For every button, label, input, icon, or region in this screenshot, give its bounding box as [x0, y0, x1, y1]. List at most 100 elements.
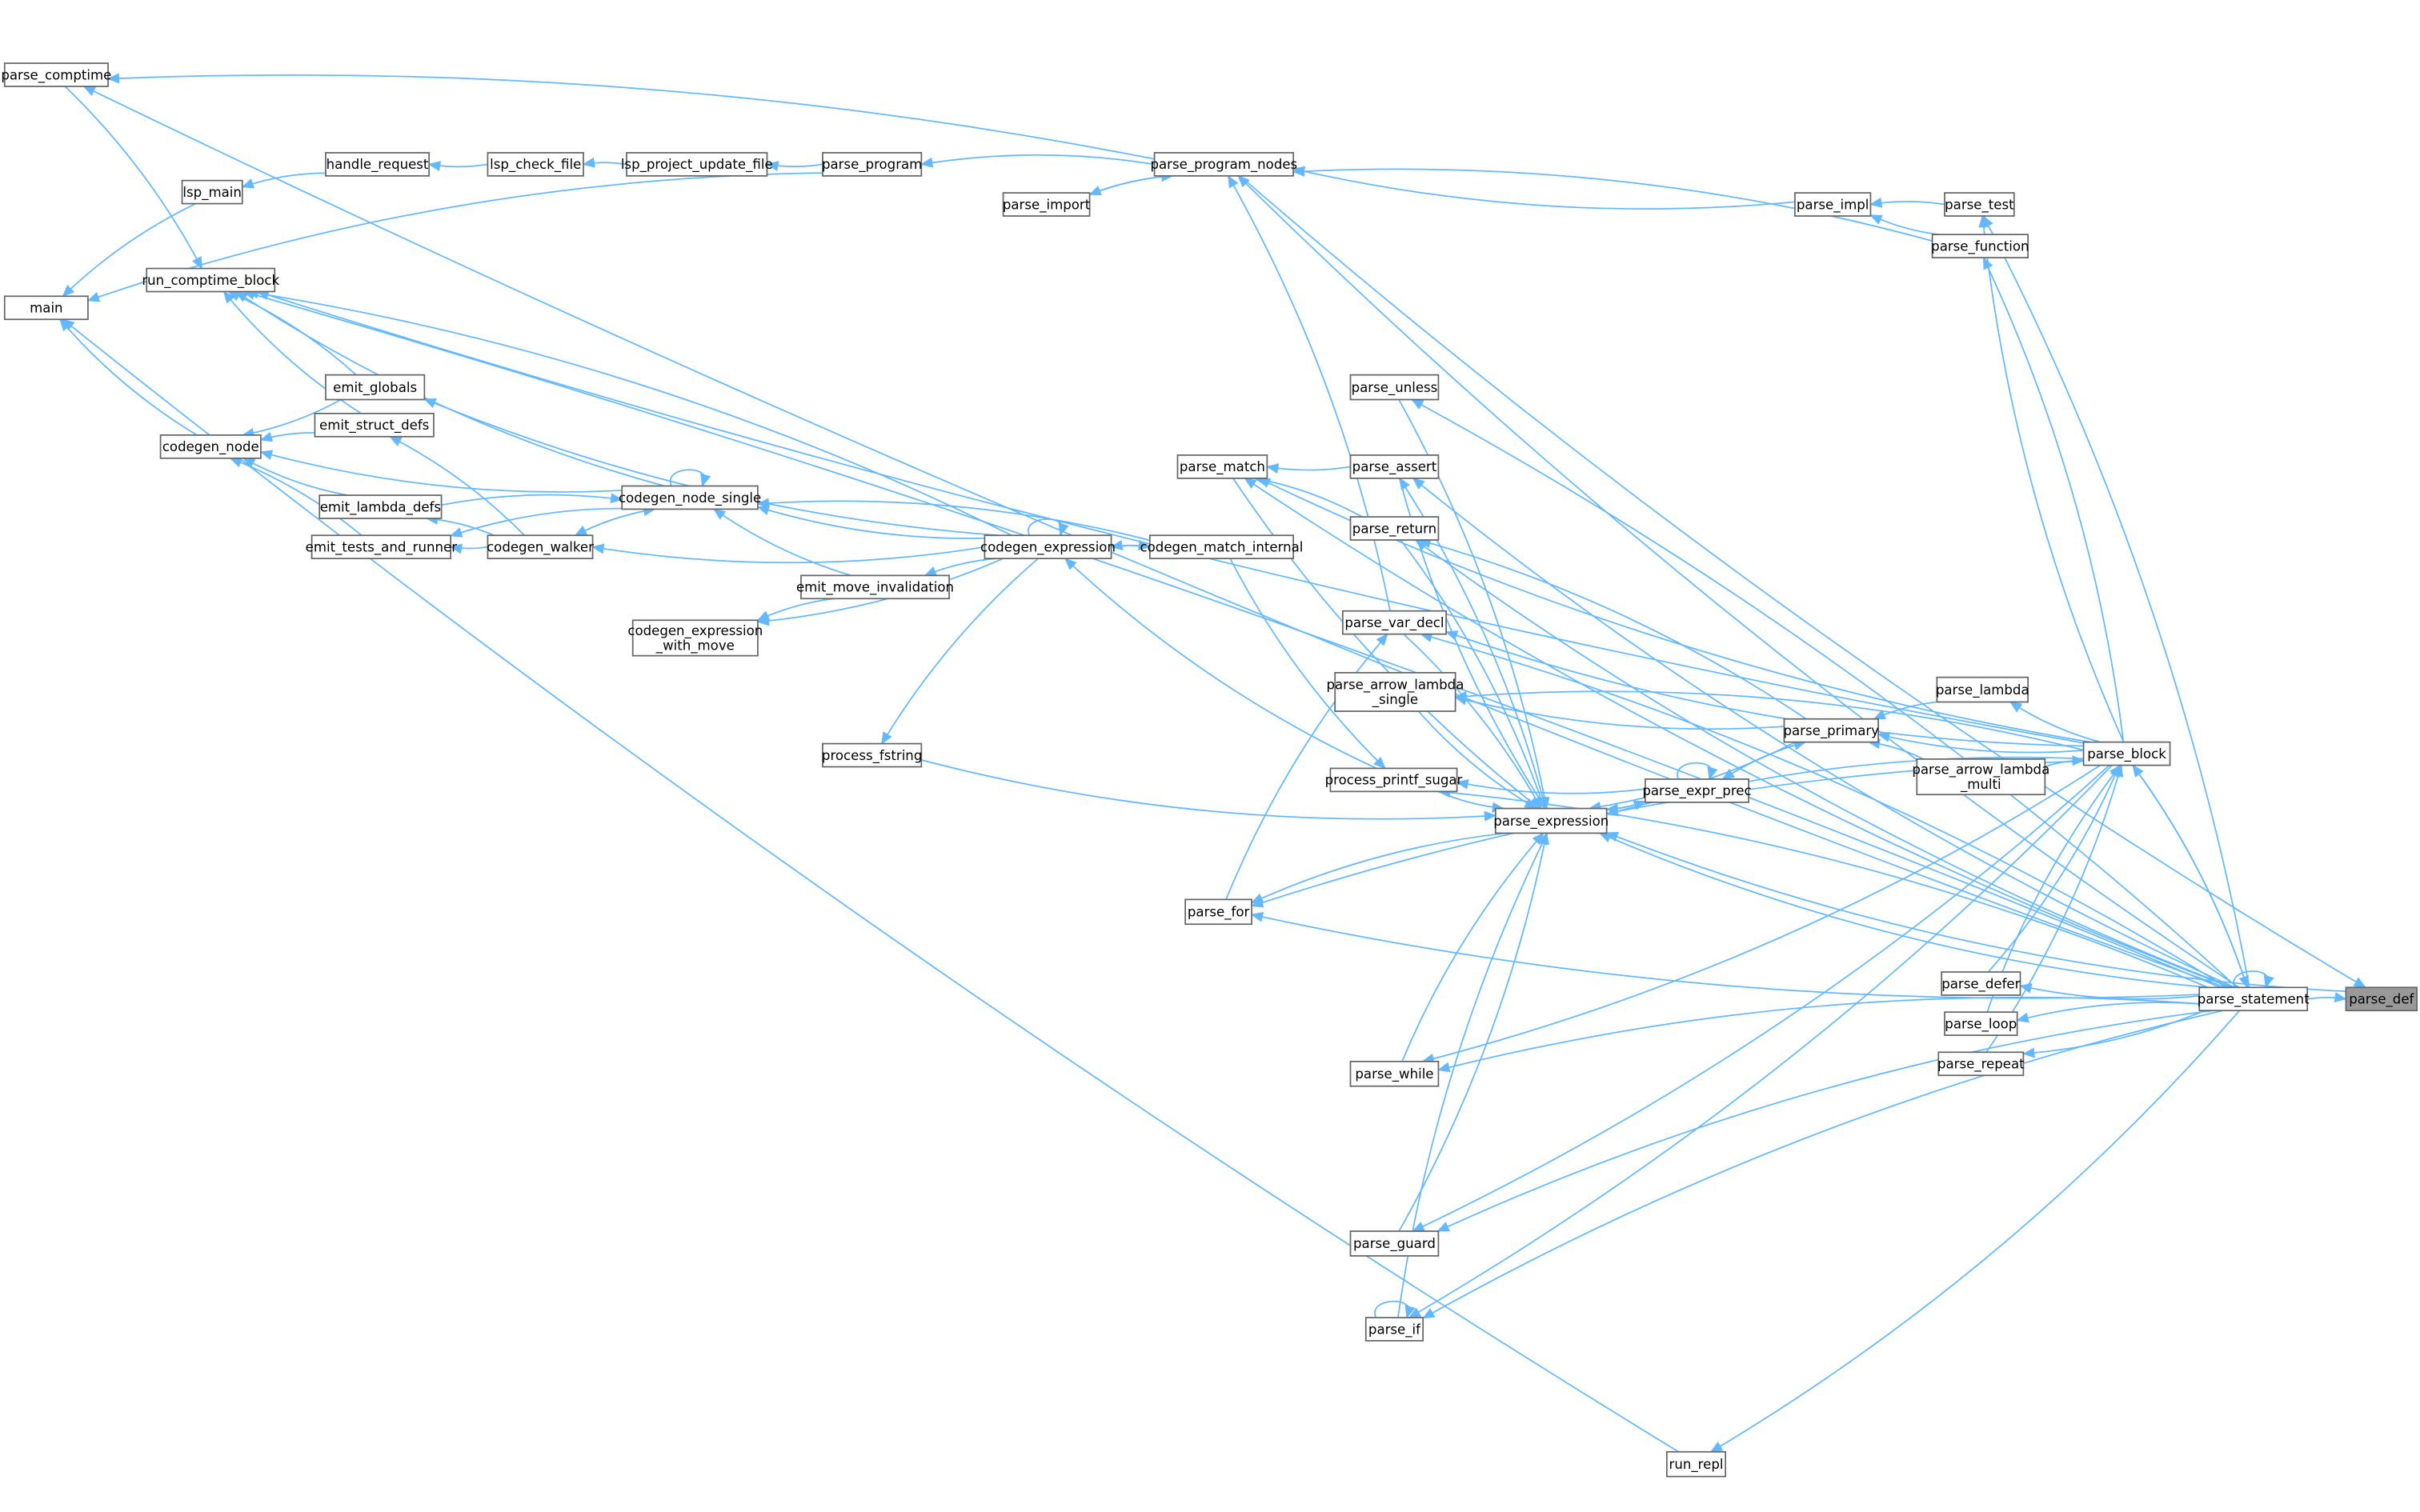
- node-parse-assert[interactable]: parse_assert: [1349, 454, 1440, 479]
- node-parse-function[interactable]: parse_function: [1931, 234, 2029, 258]
- node-parse-guard[interactable]: parse_guard: [1349, 1230, 1440, 1257]
- node-parse-def[interactable]: parse_def: [2345, 986, 2418, 1012]
- edge-parse_block-to-parse_var_decl: [1445, 630, 2084, 747]
- node-codegen-match-internal[interactable]: codegen_match_internal: [1140, 534, 1304, 560]
- arrowhead-icon: [62, 318, 75, 331]
- node-box: [1153, 152, 1295, 177]
- arrowhead-icon: [1137, 540, 1151, 550]
- node-codegen-expression-with-move[interactable]: codegen_expression_with_move: [627, 619, 763, 657]
- node-box: [2082, 741, 2171, 766]
- arrowhead-icon: [2353, 977, 2366, 988]
- node-codegen-expression[interactable]: codegen_expression: [980, 534, 1116, 560]
- arrowhead-icon: [1709, 1442, 1724, 1453]
- node-box: [1944, 192, 2015, 217]
- node-box: [1334, 671, 1456, 712]
- arrowhead-icon: [924, 566, 938, 577]
- node-parse-impl[interactable]: parse_impl: [1794, 192, 1872, 217]
- node-box: [311, 534, 452, 560]
- node-label: parse_guard: [1353, 1236, 1436, 1252]
- arrowhead-icon: [2022, 1047, 2035, 1058]
- node-parse-defer[interactable]: parse_defer: [1941, 971, 2021, 996]
- node-parse-if[interactable]: parse_if: [1364, 1317, 1424, 1342]
- node-box: [314, 412, 435, 438]
- node-emit-move-invalidation[interactable]: emit_move_invalidation: [796, 574, 954, 600]
- node-box: [1794, 192, 1872, 217]
- node-emit-struct-defs[interactable]: emit_struct_defs: [314, 412, 435, 438]
- node-parse-arrow-lambda-multi[interactable]: parse_arrow_lambda_multi: [1912, 758, 2049, 796]
- edge-codegen_expression-to-codegen_node_single: [757, 506, 985, 539]
- node-process-fstring[interactable]: process_fstring: [822, 742, 922, 768]
- node-parse-var-decl[interactable]: parse_var_decl: [1341, 610, 1447, 635]
- arrowhead-icon: [389, 436, 403, 446]
- node-box: [984, 534, 1112, 560]
- node-main[interactable]: main: [3, 295, 89, 321]
- node-box: [1349, 454, 1440, 479]
- arrowhead-icon: [1412, 478, 1425, 490]
- node-codegen-node[interactable]: codegen_node: [159, 434, 262, 459]
- edge-parse_statement-to-process_printf_sugar: [1439, 790, 2209, 989]
- edge-parse_import-to-parse_program_nodes: [1089, 174, 1173, 196]
- arrowhead-icon: [1088, 186, 1102, 196]
- node-parse-unless[interactable]: parse_unless: [1349, 374, 1440, 401]
- node-label: emit_move_invalidation: [796, 580, 954, 596]
- edge-emit_globals-to-run_comptime_block: [228, 290, 357, 376]
- node-parse-statement[interactable]: parse_statement: [2198, 986, 2310, 1012]
- edge-parse_statement-to-parse_program_nodes: [1237, 175, 2240, 989]
- arrowhead-icon: [591, 543, 605, 554]
- edge-codegen_node_single-to-emit_tests_and_runner: [450, 507, 623, 537]
- node-label: parse_statement: [2198, 992, 2310, 1008]
- node-codegen-node-single[interactable]: codegen_node_single: [619, 485, 761, 510]
- node-parse-for[interactable]: parse_for: [1184, 898, 1252, 926]
- node-parse-expr-prec[interactable]: parse_expr_prec: [1642, 778, 1752, 803]
- edge-parse_statement-to-parse_match: [1244, 478, 2232, 989]
- edge-codegen_node-to-main: [59, 318, 198, 436]
- edge-parse_comptime-to-run_comptime_block: [64, 86, 203, 269]
- node-handle-request[interactable]: handle_request: [325, 152, 431, 177]
- arrowhead-icon: [2113, 764, 2124, 778]
- node-box: [621, 485, 759, 510]
- node-parse-loop[interactable]: parse_loop: [1944, 1011, 2018, 1036]
- node-parse-match[interactable]: parse_match: [1176, 454, 1268, 479]
- edge-parse_return-to-parse_expression: [1400, 539, 1545, 809]
- node-parse-while[interactable]: parse_while: [1349, 1060, 1440, 1087]
- node-box: [631, 619, 759, 657]
- edge-emit_globals-to-codegen_node: [242, 398, 342, 436]
- node-parse-lambda[interactable]: parse_lambda: [1936, 676, 2029, 703]
- node-parse-comptime[interactable]: parse_comptime: [1, 62, 111, 87]
- node-parse-primary[interactable]: parse_primary: [1783, 718, 1879, 743]
- node-process-printf-sugar[interactable]: process_printf_sugar: [1325, 767, 1463, 793]
- node-parse-program-nodes[interactable]: parse_program_nodes: [1151, 152, 1298, 177]
- node-parse-arrow-lambda-single[interactable]: parse_arrow_lambda_single: [1326, 671, 1464, 712]
- node-parse-test[interactable]: parse_test: [1944, 192, 2015, 217]
- edge-emit_struct_defs-to-run_comptime_block: [222, 290, 362, 414]
- node-label: parse_match: [1180, 459, 1265, 475]
- edge-parse_block-to-parse_while: [1422, 764, 2101, 1062]
- arrowhead-icon: [1292, 166, 1305, 177]
- node-emit-lambda-defs[interactable]: emit_lambda_defs: [319, 494, 443, 519]
- edge-parse_statement-to-parse_test: [1982, 215, 2250, 988]
- arrowhead-icon: [712, 508, 727, 520]
- node-parse-expression[interactable]: parse_expression: [1493, 807, 1609, 834]
- arrowhead-icon: [1266, 463, 1280, 474]
- node-parse-import[interactable]: parse_import: [1002, 192, 1091, 217]
- node-parse-return[interactable]: parse_return: [1349, 516, 1440, 541]
- node-label: parse_unless: [1352, 380, 1438, 396]
- node-emit-tests-and-runner[interactable]: emit_tests_and_runner: [306, 534, 458, 560]
- node-parse-program[interactable]: parse_program: [822, 152, 922, 177]
- node-parse-repeat[interactable]: parse_repeat: [1937, 1051, 2025, 1077]
- edge-parse_block-to-parse_if: [1408, 764, 2113, 1318]
- arrowhead-icon: [2132, 764, 2144, 778]
- edge-parse_block-to-parse_function: [1982, 257, 2125, 742]
- node-codegen-walker[interactable]: codegen_walker: [487, 534, 594, 560]
- node-emit-globals[interactable]: emit_globals: [325, 374, 426, 401]
- node-run-repl[interactable]: run_repl: [1665, 1450, 1727, 1478]
- node-parse-block[interactable]: parse_block: [2082, 741, 2171, 766]
- node-label: parse_lambda: [1936, 682, 2029, 698]
- node-lsp-project-update-file[interactable]: lsp_project_update_file: [621, 152, 773, 177]
- node-lsp-check-file[interactable]: lsp_check_file: [487, 152, 584, 177]
- node-run-comptime-block[interactable]: run_comptime_block: [142, 267, 280, 293]
- node-box: [1941, 971, 2021, 996]
- arrowhead-icon: [1537, 832, 1549, 846]
- node-lsp-main[interactable]: lsp_main: [181, 179, 243, 205]
- edge-parse_unless-to-parse_expression: [1398, 399, 1548, 809]
